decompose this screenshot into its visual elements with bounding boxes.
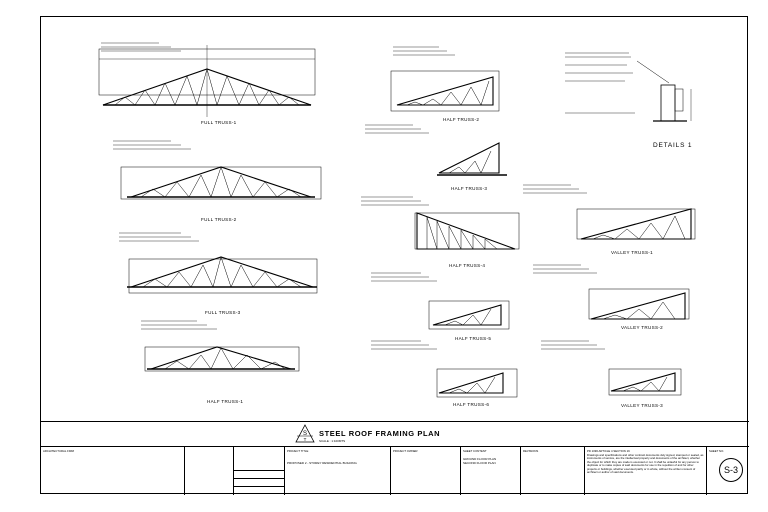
sheet-scale: SCALE : 1:100MTS [319, 439, 346, 443]
half-truss-3-drawing [365, 124, 507, 176]
label-full-truss-2: FULL TRUSS-2 [201, 217, 237, 222]
label-valley-truss-1: VALLEY TRUSS-1 [611, 250, 653, 255]
blank-info-cell [185, 447, 285, 495]
label-details-1: DETAILS 1 [653, 142, 693, 149]
valley-truss-3-drawing [541, 340, 682, 396]
notes-text: Drawings and specifications and other co… [587, 453, 704, 475]
sheet-content-2: SECOND FLOOR PLAN [463, 461, 496, 465]
sheet-number-cell: SHEET NO. S-3 [707, 447, 749, 495]
project-owner-header: PROJECT OWNER [393, 449, 418, 453]
full-truss-2-drawing [113, 140, 322, 200]
sheet-number: S-3 [719, 458, 743, 482]
label-half-truss-3: HALF TRUSS-3 [451, 186, 488, 191]
half-truss-4-drawing [361, 196, 520, 250]
project-owner-cell: PROJECT OWNER [391, 447, 461, 495]
sheet-title: STEEL ROOF FRAMING PLAN [319, 429, 441, 438]
revisions-cell: REVISIONS [521, 447, 585, 495]
title-strip: S T STEEL ROOF FRAMING PLAN SCALE : 1:10… [41, 421, 749, 447]
title-block: S T STEEL ROOF FRAMING PLAN SCALE : 1:10… [41, 421, 749, 495]
title-block-info-row: ARCHITECTURAL FIRM PROJECT TITLE PROPOSE… [41, 447, 749, 495]
architectural-firm-header: ARCHITECTURAL FIRM [43, 449, 74, 453]
half-truss-5-drawing [371, 272, 510, 330]
half-truss-6-drawing [371, 340, 518, 398]
label-half-truss-5: HALF TRUSS-5 [455, 336, 492, 341]
revisions-header: REVISIONS [523, 449, 539, 453]
label-half-truss-2: HALF TRUSS-2 [443, 117, 480, 122]
label-full-truss-3: FULL TRUSS-3 [205, 310, 241, 315]
project-title-header: PROJECT TITLE [287, 449, 309, 453]
drawing-sheet: FULL TRUSS-1 FULL TRUSS-2 FULL TRUSS-3 H… [40, 16, 749, 495]
valley-truss-1-drawing [523, 184, 696, 240]
notes-cell: PD 1096 ARTICLE 4 SECTION 19 Drawings an… [585, 447, 707, 495]
label-half-truss-4: HALF TRUSS-4 [449, 263, 486, 268]
project-title-cell: PROJECT TITLE PROPOSED 2 - STOREY RESIDE… [285, 447, 391, 495]
sheet-content-1: GROUND FLOOR PLAN [463, 457, 497, 461]
full-truss-1-drawing [98, 42, 316, 117]
svg-text:S: S [303, 431, 307, 437]
notes-header: PD 1096 ARTICLE 4 SECTION 19 [587, 449, 630, 453]
sheet-no-header: SHEET NO. [709, 449, 725, 453]
label-valley-truss-3: VALLEY TRUSS-3 [621, 403, 663, 408]
sheet-content-cell: SHEET CONTENT GROUND FLOOR PLAN SECOND F… [461, 447, 521, 495]
label-half-truss-1: HALF TRUSS-1 [207, 399, 244, 404]
valley-truss-2-drawing [533, 264, 690, 320]
truss-drawings [98, 42, 696, 398]
half-truss-2-drawing [390, 46, 500, 112]
sheet-content-header: SHEET CONTENT [463, 449, 487, 453]
full-truss-3-drawing [119, 232, 318, 294]
architectural-firm-cell: ARCHITECTURAL FIRM [41, 447, 185, 495]
svg-text:T: T [304, 437, 307, 442]
project-title: PROPOSED 2 - STOREY RESIDENTIAL BUILDING [287, 461, 357, 465]
sheet-logo-icon: S T [295, 424, 315, 443]
details-1-drawing [565, 52, 692, 122]
label-full-truss-1: FULL TRUSS-1 [201, 120, 237, 125]
label-half-truss-6: HALF TRUSS-6 [453, 402, 490, 407]
label-valley-truss-2: VALLEY TRUSS-2 [621, 325, 663, 330]
half-truss-1-drawing [141, 320, 300, 372]
